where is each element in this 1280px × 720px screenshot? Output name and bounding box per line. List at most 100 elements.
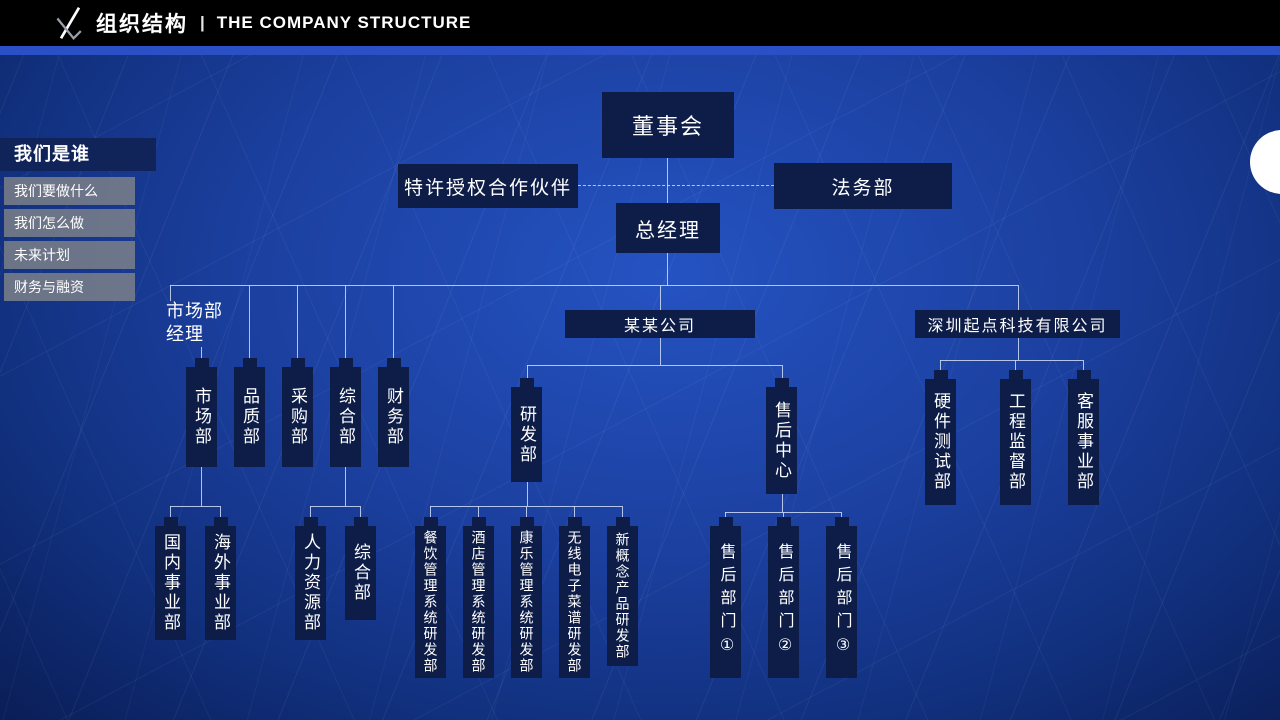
org-legal-dept: 法务部 (774, 163, 952, 209)
node-label: 售后部门③ (833, 543, 851, 661)
logo-icon (56, 7, 82, 40)
sidebar-item-what-we-do[interactable]: 我们要做什么 (4, 177, 135, 205)
node-label: 康乐管理系统研发部 (518, 530, 535, 674)
node-label: 工程监督部 (1006, 392, 1025, 492)
node-tab (353, 517, 368, 526)
connector-line (310, 506, 311, 517)
dept-aftersales-center: 售后中心 (766, 378, 797, 494)
connector-line (660, 285, 661, 310)
connector-dashed-line (578, 185, 774, 186)
org-general-manager: 总经理 (616, 203, 720, 253)
header-bar: 组织结构 | THE COMPANY STRUCTURE (0, 0, 1280, 46)
org-marketing-manager-label: 市场部经理 (166, 301, 223, 345)
connector-line (220, 506, 221, 517)
connector-line (297, 285, 298, 358)
node-tab (774, 378, 789, 387)
dept-domestic-business: 国内事业部 (155, 517, 186, 640)
connector-line (170, 506, 220, 507)
node-tab (290, 358, 305, 367)
node-label: 财务部 (384, 387, 403, 447)
page-title-zh: 组织结构 (96, 13, 188, 36)
node-tab (163, 517, 178, 526)
title-separator: | (200, 13, 205, 32)
org-company-center: 某某公司 (565, 310, 755, 338)
page-title-en: THE COMPANY STRUCTURE (216, 13, 472, 32)
connector-line (345, 285, 346, 358)
dept-general-sub: 综合部 (345, 517, 376, 620)
dept-finance: 财务部 (378, 358, 409, 467)
node-tab (1076, 370, 1091, 379)
node-label: 硬件测试部 (931, 392, 950, 492)
node-label: 无线电子菜谱研发部 (566, 530, 583, 674)
dept-market: 市场部 (186, 358, 217, 467)
connector-line (527, 365, 528, 378)
sidebar-heading: 我们是谁 (0, 138, 156, 171)
accent-strip (0, 46, 1280, 55)
node-label: 客服事业部 (1074, 392, 1093, 492)
connector-line (393, 285, 394, 358)
sidebar-item-future-plan[interactable]: 未来计划 (4, 241, 135, 269)
node-label: 品质部 (240, 387, 259, 447)
connector-line (1083, 360, 1084, 370)
node-tab (303, 517, 318, 526)
connector-line (170, 285, 171, 301)
org-board: 董事会 (602, 92, 734, 158)
rd-sub-new-concept-products: 新概念产品研发部 (607, 517, 638, 666)
connector-trunk-line (170, 285, 1018, 286)
node-tab (834, 517, 849, 526)
node-tab (471, 517, 486, 526)
node-label: 综合部 (336, 387, 355, 447)
connector-line (201, 467, 202, 506)
connector-line (1018, 285, 1019, 310)
dept-purchasing: 采购部 (282, 358, 313, 467)
node-label: 餐饮管理系统研发部 (422, 530, 439, 674)
node-tab (194, 358, 209, 367)
node-tab (519, 517, 534, 526)
connector-line (249, 285, 250, 358)
connector-line (360, 506, 361, 517)
connector-line (622, 506, 623, 517)
node-label: 国内事业部 (161, 533, 180, 633)
dept-quality: 品质部 (234, 358, 265, 467)
connector-line (345, 467, 346, 506)
node-tab (567, 517, 582, 526)
aftersales-dept-1: 售后部门① (710, 517, 741, 678)
node-tab (213, 517, 228, 526)
connector-line (940, 360, 1083, 361)
dept-customer-service: 客服事业部 (1068, 370, 1099, 505)
dept-hardware-testing: 硬件测试部 (925, 370, 956, 505)
connector-line (574, 506, 575, 517)
node-label: 市场部 (192, 387, 211, 447)
node-tab (242, 358, 257, 367)
connector-line (841, 512, 842, 518)
dept-human-resources: 人力资源部 (295, 517, 326, 640)
node-label: 海外事业部 (211, 533, 230, 633)
node-tab (338, 358, 353, 367)
node-tab (776, 517, 791, 526)
sidebar-item-finance[interactable]: 财务与融资 (4, 273, 135, 301)
node-label: 采购部 (288, 387, 307, 447)
sidebar-item-how-we-do-it[interactable]: 我们怎么做 (4, 209, 135, 237)
connector-line (1015, 360, 1016, 370)
connector-line (782, 365, 783, 378)
node-label: 人力资源部 (301, 533, 320, 633)
connector-line (201, 347, 202, 358)
rd-sub-recreation-systems: 康乐管理系统研发部 (511, 517, 542, 678)
node-label: 研发部 (517, 404, 536, 465)
aftersales-dept-2: 售后部门② (768, 517, 799, 678)
node-tab (423, 517, 438, 526)
node-tab (718, 517, 733, 526)
connector-line (667, 253, 668, 286)
node-label: 售后部门② (775, 543, 793, 661)
connector-line (478, 506, 479, 517)
node-tab (519, 378, 534, 387)
node-label: 新概念产品研发部 (614, 532, 631, 660)
node-tab (615, 517, 630, 526)
connector-line (783, 512, 784, 518)
connector-line (310, 506, 360, 507)
connector-line (660, 338, 661, 365)
org-company-shenzhen: 深圳起点科技有限公司 (915, 310, 1120, 338)
node-label: 酒店管理系统研发部 (470, 530, 487, 674)
rd-sub-hotel-systems: 酒店管理系统研发部 (463, 517, 494, 678)
